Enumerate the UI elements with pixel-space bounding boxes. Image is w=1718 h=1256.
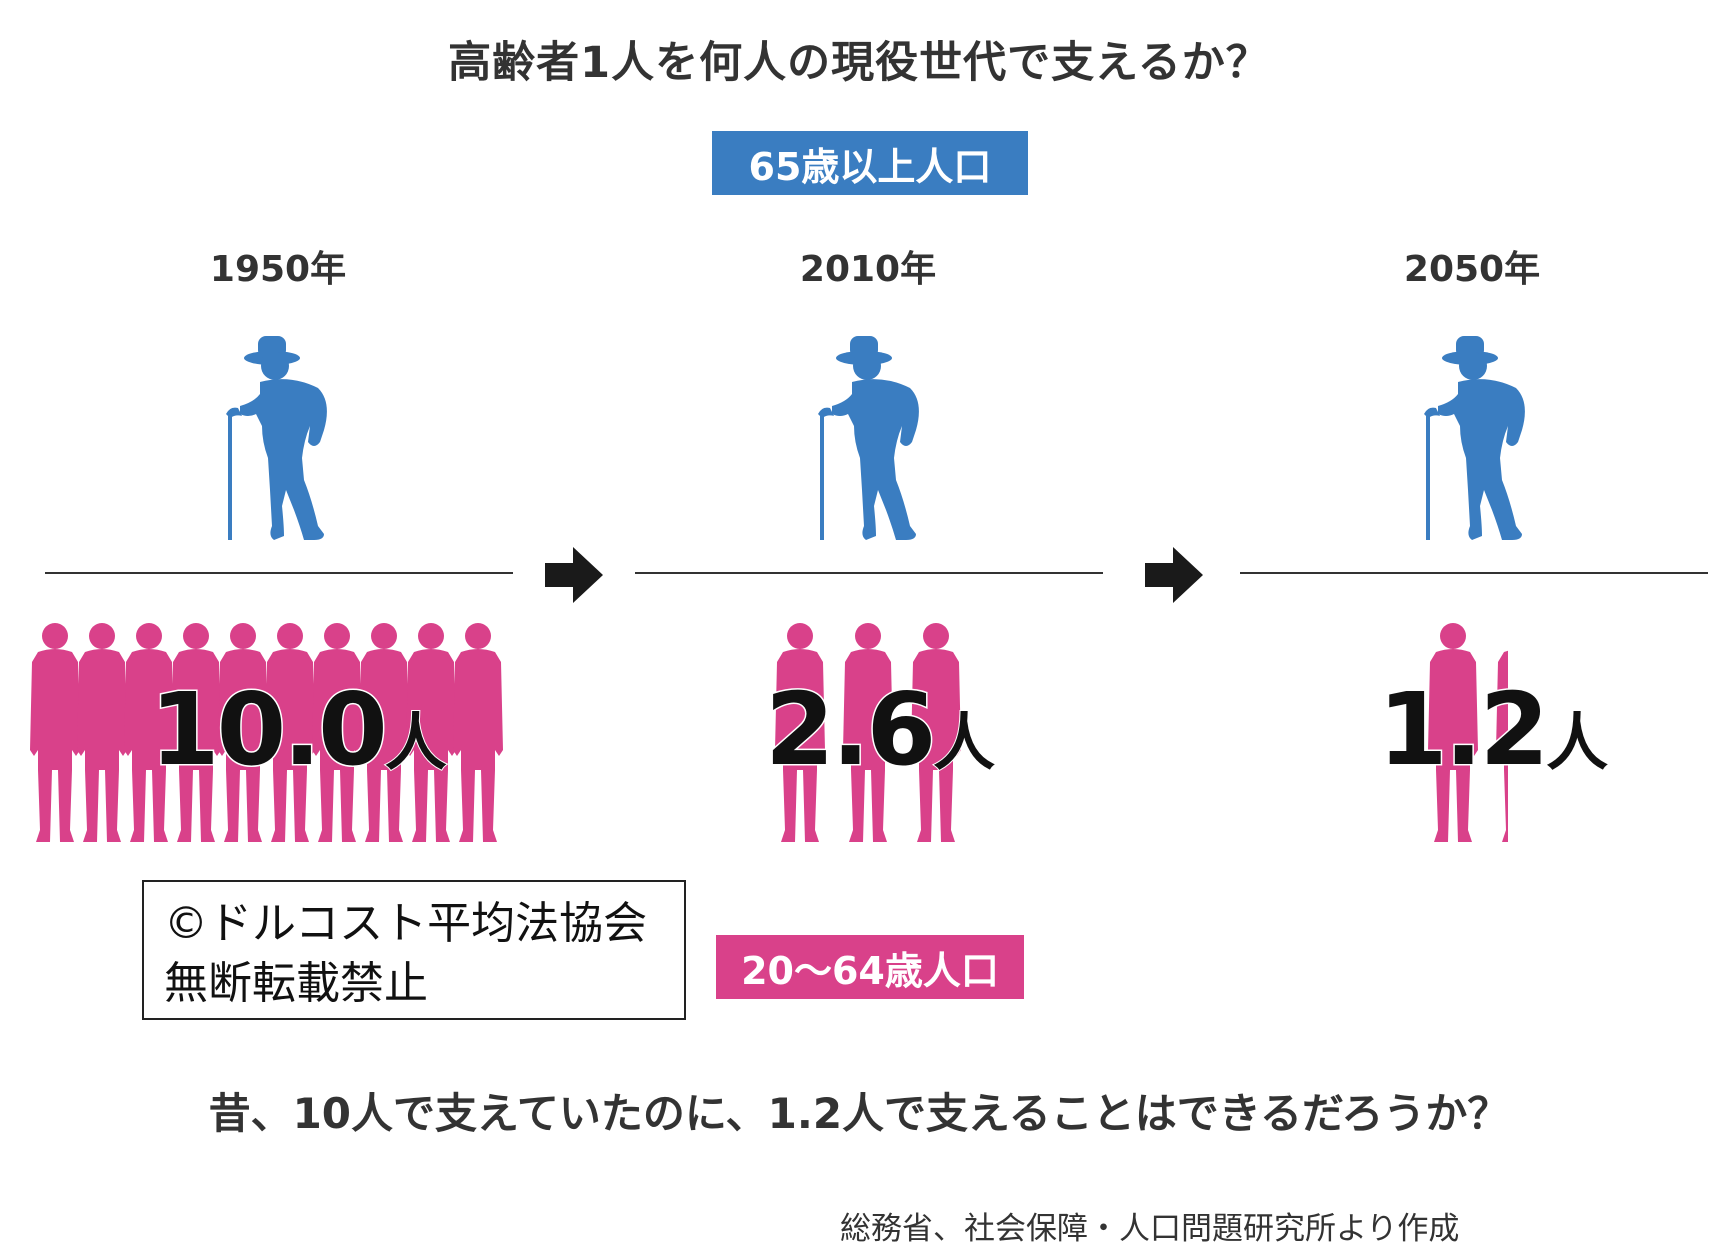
standing-person-icon [453, 623, 503, 842]
working-population-badge: 20〜64歳人口 [716, 935, 1024, 999]
copyright-notice: ©ドルコスト平均法協会 無断転載禁止 [142, 880, 686, 1020]
right-arrow-icon [1145, 545, 1205, 605]
ratio-value-1950: 10.0 [149, 671, 390, 788]
divider-line-1950 [45, 572, 513, 574]
source-note: 総務省、社会保障・人口問題研究所より作成 [840, 1211, 1460, 1247]
standing-person-icon [77, 623, 127, 842]
divider-line-2050 [1240, 572, 1708, 574]
ratio-label-2050: 1.2人 [1376, 678, 1609, 782]
elderly-population-badge: 65歳以上人口 [712, 131, 1028, 195]
elderly-person-with-cane-icon [1418, 330, 1538, 550]
closing-question: 昔、10人で支えていたのに、1.2人で支えることはできるだろうか？ [208, 1089, 1510, 1138]
copyright-line: ©ドルコスト平均法協会 [164, 898, 648, 949]
divider-line-2010 [635, 572, 1103, 574]
right-arrow-icon [545, 545, 605, 605]
year-label-1950: 1950年 [209, 249, 347, 290]
ratio-unit-1950: 人 [384, 705, 448, 780]
year-label-2050: 2050年 [1403, 249, 1541, 290]
ratio-unit-2050: 人 [1545, 705, 1609, 780]
ratio-unit-2010: 人 [932, 705, 996, 780]
elderly-person-with-cane-icon [220, 330, 340, 550]
standing-person-icon [30, 623, 80, 842]
ratio-value-2010: 2.6 [763, 671, 937, 788]
ratio-label-2010: 2.6人 [763, 678, 996, 782]
ratio-value-2050: 1.2 [1376, 671, 1550, 788]
page-title: 高齢者1人を何人の現役世代で支えるか？ [448, 38, 1270, 88]
elderly-person-with-cane-icon [812, 330, 932, 550]
copyright-line: 無断転載禁止 [164, 958, 428, 1009]
year-label-2010: 2010年 [799, 249, 937, 290]
ratio-label-1950: 10.0人 [149, 678, 448, 782]
